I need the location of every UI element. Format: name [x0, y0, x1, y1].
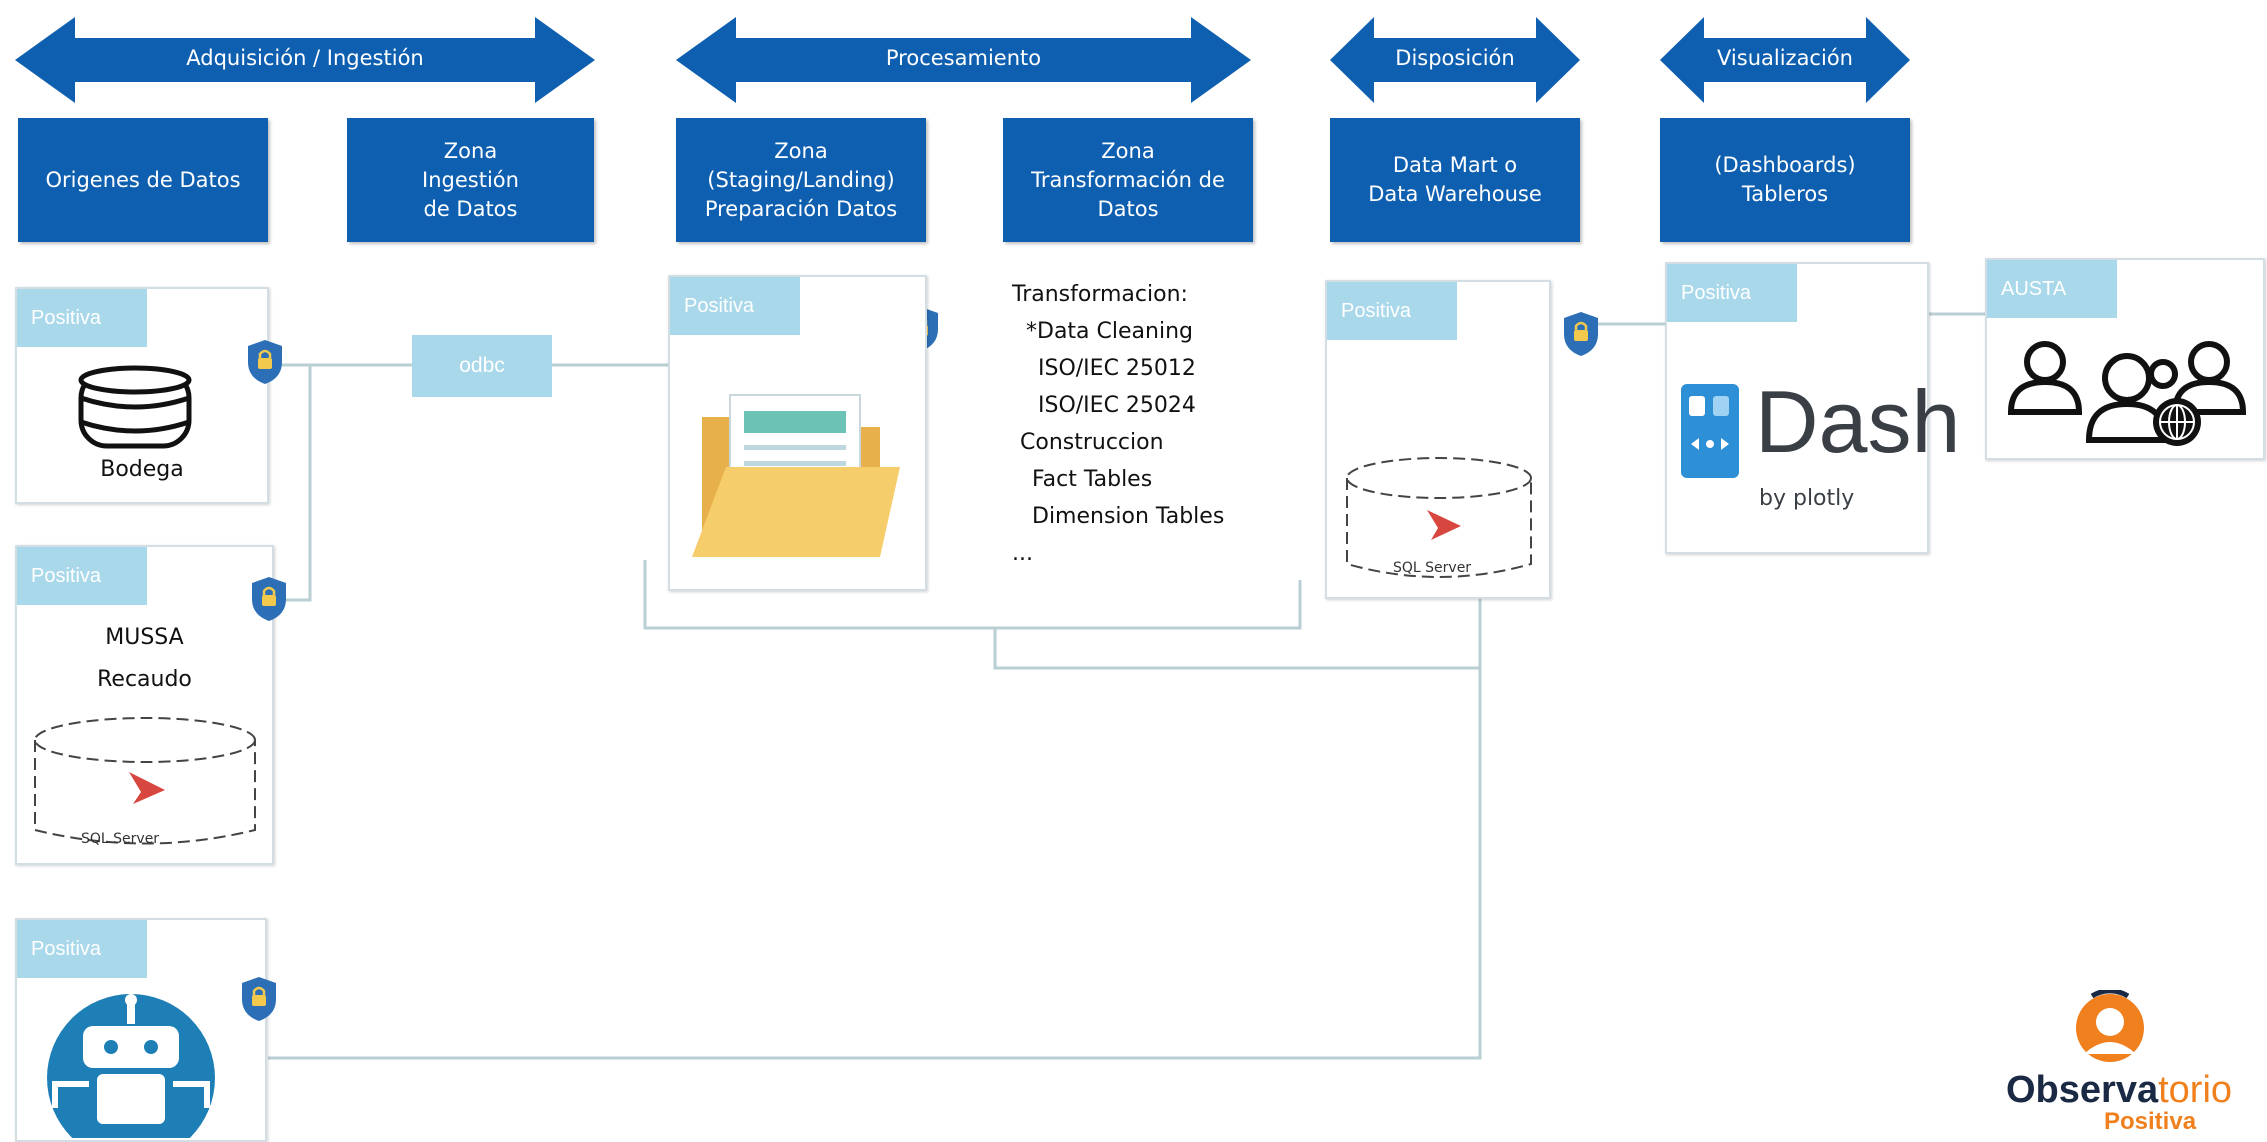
- data-warehouse-card: Positiva SQL Server: [1325, 280, 1551, 599]
- source-tag: Positiva: [17, 547, 147, 605]
- stage-arrow-visualizacion: [1660, 17, 1910, 103]
- observatorio-logo-icon: [2076, 990, 2144, 1062]
- sql-server-cylinder-icon: [1346, 457, 1532, 578]
- stage-arrow-adquisicion: [15, 17, 595, 103]
- dash-logo-icon: [1681, 384, 1739, 478]
- transformation-line: *Data Cleaning: [1026, 319, 1193, 344]
- robot-icon: [47, 994, 215, 1138]
- bodega-label: Bodega: [100, 457, 184, 482]
- source-tag: Positiva: [1327, 282, 1457, 340]
- mussa-label: MUSSA: [105, 625, 184, 650]
- folder-icon: [692, 394, 900, 557]
- users-card: AUSTA: [1985, 258, 2265, 460]
- zone-ingestion: Zona Ingestión de Datos: [347, 118, 594, 242]
- shield-lock-icon: [242, 977, 276, 1021]
- transformation-line: Dimension Tables: [1032, 504, 1225, 529]
- source-card-robot: Positiva: [15, 918, 267, 1142]
- zone-staging: Zona (Staging/Landing) Preparación Datos: [676, 118, 926, 242]
- sql-server-label: SQL Server: [81, 831, 160, 847]
- transformation-line: ...: [1012, 541, 1033, 566]
- sql-server-label: SQL Server: [1393, 560, 1472, 576]
- zone-transformacion: Zona Transformación de Datos: [1003, 118, 1253, 242]
- zone-data-mart: Data Mart o Data Warehouse: [1330, 118, 1580, 242]
- source-tag: Positiva: [17, 289, 147, 347]
- transformation-line: Fact Tables: [1032, 467, 1153, 492]
- recaudo-label: Recaudo: [97, 667, 192, 692]
- logo-subtitle: Positiva: [2104, 1108, 2197, 1135]
- transformation-line: ISO/IEC 25012: [1038, 356, 1196, 381]
- stage-arrow-disposicion: [1330, 17, 1580, 103]
- shield-lock-icon: [248, 340, 282, 384]
- users-group-icon: [2007, 341, 2247, 446]
- stage-label-visualizacion: Visualización: [1717, 46, 1853, 70]
- source-card-bodega: Positiva Bodega: [15, 287, 269, 504]
- source-tag: Positiva: [17, 920, 147, 978]
- zone-origenes: Origenes de Datos: [18, 118, 268, 242]
- user-tag: AUSTA: [1987, 260, 2117, 318]
- zone-dashboards: (Dashboards) Tableros: [1660, 118, 1910, 242]
- transformation-line: Transformacion:: [1012, 282, 1188, 307]
- odbc-label: odbc: [459, 354, 505, 377]
- logo-word-bold: Observa: [2006, 1069, 2159, 1111]
- stage-label-disposicion: Disposición: [1395, 46, 1515, 70]
- shield-lock-icon: [1564, 312, 1598, 356]
- odbc-connector: odbc: [412, 335, 552, 397]
- sql-server-cylinder-icon: [34, 717, 256, 845]
- stage-arrow-procesamiento: [676, 17, 1251, 103]
- stage-label-adquisicion: Adquisición / Ingestión: [186, 46, 424, 70]
- logo-word: Observatorio: [2006, 1068, 2232, 1112]
- source-tag: Positiva: [1667, 264, 1797, 322]
- stage-label-procesamiento: Procesamiento: [885, 46, 1042, 70]
- transformation-line: Construccion: [1020, 430, 1164, 455]
- dash-card: Positiva Dash by plotly: [1665, 262, 1960, 554]
- shield-lock-icon: [252, 577, 286, 621]
- database-icon: [78, 365, 192, 449]
- dash-title: Dash: [1755, 372, 1961, 471]
- transformation-line: ISO/IEC 25024: [1038, 393, 1196, 418]
- staging-card: Positiva: [668, 275, 927, 591]
- source-card-mussa: Positiva MUSSA Recaudo SQL Server: [15, 545, 274, 865]
- dash-subtitle: by plotly: [1759, 486, 1855, 511]
- logo-word-light: torio: [2158, 1069, 2233, 1111]
- source-tag: Positiva: [670, 277, 800, 335]
